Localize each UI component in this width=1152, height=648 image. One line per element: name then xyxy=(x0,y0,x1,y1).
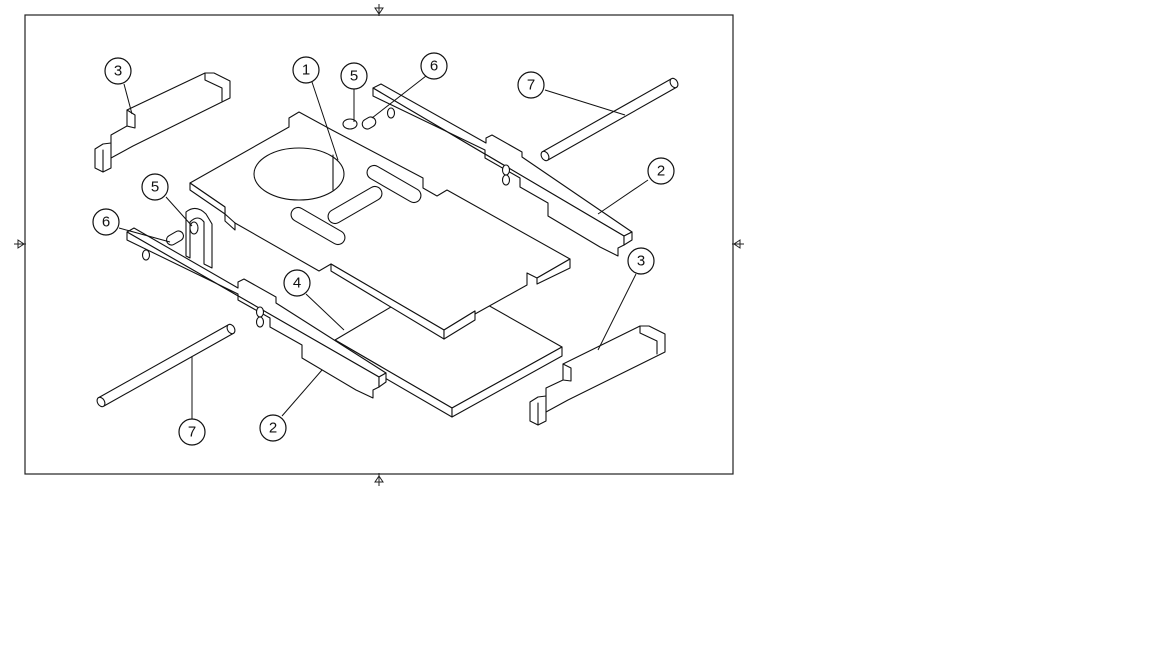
callout-6-lower: 6 xyxy=(92,208,120,236)
callout-5-upper: 5 xyxy=(340,62,368,90)
callout-4-label: 4 xyxy=(293,275,301,292)
callout-7-upper-label: 7 xyxy=(527,77,535,94)
callout-4: 4 xyxy=(283,269,311,297)
center-marker-left xyxy=(14,239,26,249)
part-2-lower-rail xyxy=(126,227,387,399)
slot-3 xyxy=(366,164,422,204)
part-7-lower-pin xyxy=(96,323,236,408)
slot-1 xyxy=(290,206,346,246)
callout-6-upper-label: 6 xyxy=(430,58,438,75)
callout-7-upper: 7 xyxy=(517,71,545,99)
callout-1-label: 1 xyxy=(302,62,310,79)
part-1-top-plate xyxy=(189,111,571,340)
callout-3-upper-label: 3 xyxy=(114,63,122,80)
callout-6-upper: 6 xyxy=(420,52,448,80)
part-3-upper-bracket xyxy=(94,72,231,173)
slot-2 xyxy=(327,185,383,225)
callout-7-lower-label: 7 xyxy=(188,424,196,441)
part-7-upper-pin xyxy=(540,77,679,162)
part-2-upper-rail xyxy=(372,83,633,257)
callout-5-lower-label: 5 xyxy=(151,179,159,196)
callout-3-upper: 3 xyxy=(104,57,132,85)
callout-7-lower: 7 xyxy=(178,418,206,446)
callout-2-upper: 2 xyxy=(647,157,675,185)
callout-2-lower-label: 2 xyxy=(269,420,277,437)
center-marker-top xyxy=(374,4,384,16)
callout-2-lower: 2 xyxy=(259,414,287,442)
part-5-6-lower-bracket xyxy=(165,207,213,269)
callout-1: 1 xyxy=(292,56,320,84)
center-marker-bottom xyxy=(374,473,384,486)
callout-2-upper-label: 2 xyxy=(657,163,665,180)
center-marker-right xyxy=(732,239,744,249)
callout-3-lower: 3 xyxy=(627,247,655,275)
callout-5-lower: 5 xyxy=(141,173,169,201)
callout-5-upper-label: 5 xyxy=(350,68,358,85)
large-bore-hole xyxy=(253,147,345,201)
callout-3-lower-label: 3 xyxy=(637,253,645,270)
leader-lines xyxy=(118,75,649,419)
callout-6-lower-label: 6 xyxy=(102,214,110,231)
part-3-lower-bracket xyxy=(529,325,666,426)
part-5-6-upper-block xyxy=(342,116,377,130)
